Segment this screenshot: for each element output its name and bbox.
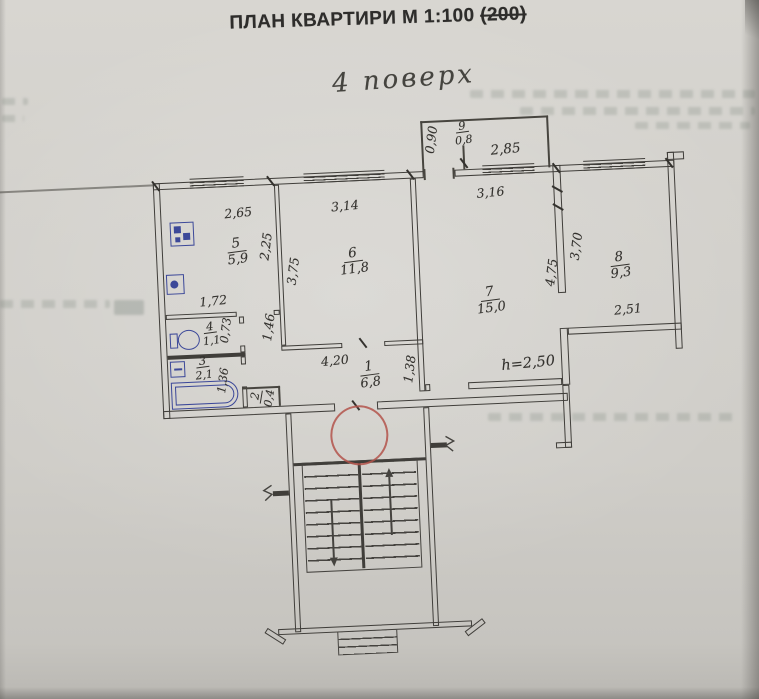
- dim-balcony-depth: 0,90: [421, 124, 441, 155]
- room-number: 2: [247, 388, 263, 404]
- bleed-through-text: [2, 115, 24, 122]
- paper-edge-shadow-left: [0, 0, 6, 699]
- room-area: 9,3: [609, 264, 633, 283]
- wall-stub: [272, 490, 289, 496]
- room-area: 6,8: [359, 374, 383, 392]
- stair-arrow-head-icon: [384, 467, 394, 478]
- dim-room7-top: 3,16: [475, 183, 506, 201]
- dim-room6-left: 3,75: [283, 256, 303, 286]
- stair-arrow-head-icon: [329, 557, 339, 567]
- room-area: 0,4: [261, 388, 277, 408]
- dim-room6-top: 3,14: [330, 196, 360, 215]
- room-number: 3: [194, 353, 210, 369]
- bleed-through-text: [488, 413, 738, 421]
- wall-break-icon: [262, 484, 274, 502]
- room-8-label: 8 9,3: [607, 247, 632, 282]
- toilet-bowl-icon: [177, 329, 201, 351]
- dim-hall-right: 1,38: [400, 354, 419, 384]
- wall-room7-bottom: [425, 384, 431, 392]
- ceiling-height-note: h=2,50: [500, 352, 556, 375]
- room-3-bathroom-label: 3 2,1: [192, 351, 214, 383]
- wall-bath-right: [240, 356, 247, 365]
- wall-stair-right: [423, 407, 440, 627]
- bleed-through-mark: [114, 300, 144, 315]
- room-6-label: 6 11,8: [337, 242, 370, 279]
- window-room7: [482, 163, 535, 176]
- wall-break-icon: [444, 435, 456, 452]
- room-area: 0,8: [454, 132, 474, 148]
- title-struck-scale: (200): [479, 3, 527, 26]
- dim-kitchen-right: 2,25: [256, 231, 275, 262]
- dim-corridor: 1,46: [259, 312, 278, 343]
- dim-room8-bottom: 2,51: [613, 300, 643, 318]
- room-area: 5,9: [226, 251, 250, 269]
- wall-corner-cap: [666, 151, 685, 161]
- room-5-kitchen-label: 5 5,9: [224, 233, 250, 269]
- room-area: 11,8: [339, 260, 370, 279]
- paper-corner-fold: [745, 0, 759, 52]
- wall-exterior-stub-hook: [555, 441, 573, 449]
- room-area: 2,1: [194, 367, 214, 383]
- wall-room6-bottom: [281, 342, 343, 351]
- wall-toilet-right: [238, 316, 245, 324]
- bleed-through-text: [2, 98, 28, 105]
- apartment-floor-plan: 9 0,8 5 5,9 4 1,1 3 2,1 2 0,4 6 11,8 7 1…: [0, 94, 735, 686]
- bleed-through-text: [470, 90, 755, 98]
- washbasin-icon: [169, 361, 186, 378]
- bleed-through-text: [0, 300, 110, 308]
- bleed-through-text: [520, 107, 755, 115]
- window-room8: [583, 158, 646, 171]
- wall-hall-bottom: [376, 392, 569, 410]
- room-area: 15,0: [476, 299, 507, 318]
- window-room6: [303, 169, 385, 184]
- dim-toilet: 0,73: [216, 316, 235, 344]
- paper-edge-shadow-bottom: [0, 687, 759, 699]
- window-kitchen: [189, 176, 244, 189]
- wall-room7-bottom: [468, 378, 563, 390]
- room-9-balcony-label: 9 0,8: [452, 116, 473, 147]
- wall-room7-room8: [559, 327, 571, 386]
- room-1-hall-label: 1 6,8: [357, 356, 383, 392]
- wall-closet: [278, 385, 281, 406]
- entrance-mark-circle: [329, 403, 390, 467]
- paper-edge-shadow-right: [741, 0, 759, 699]
- balcony-wall: [420, 115, 549, 124]
- dimension-tick: [358, 337, 368, 349]
- dim-balcony-front: 2,85: [489, 139, 522, 159]
- wall-room8-bottom: [567, 322, 682, 335]
- wall-exterior-left: [152, 183, 171, 420]
- stove-icon: [169, 221, 195, 247]
- dim-kitchen-bottom: 1,72: [198, 291, 228, 310]
- entrance-steps: [337, 629, 399, 656]
- room-number: 9: [454, 118, 470, 134]
- kitchen-sink-icon: [165, 274, 185, 295]
- dim-kitchen-top: 2,65: [223, 203, 253, 222]
- room-2-closet-label: 2 0,4: [245, 386, 277, 408]
- room-number: 4: [202, 319, 218, 335]
- balcony-wall: [546, 115, 551, 168]
- dim-hall-length: 4,20: [320, 351, 350, 370]
- dim-room8-left: 3,70: [566, 231, 586, 262]
- wall-stair-left: [285, 413, 302, 633]
- bleed-through-text: [635, 122, 750, 129]
- balcony-door-jamb: [423, 169, 426, 181]
- room-7-label: 7 15,0: [474, 281, 507, 317]
- wall-exterior-right: [666, 151, 683, 349]
